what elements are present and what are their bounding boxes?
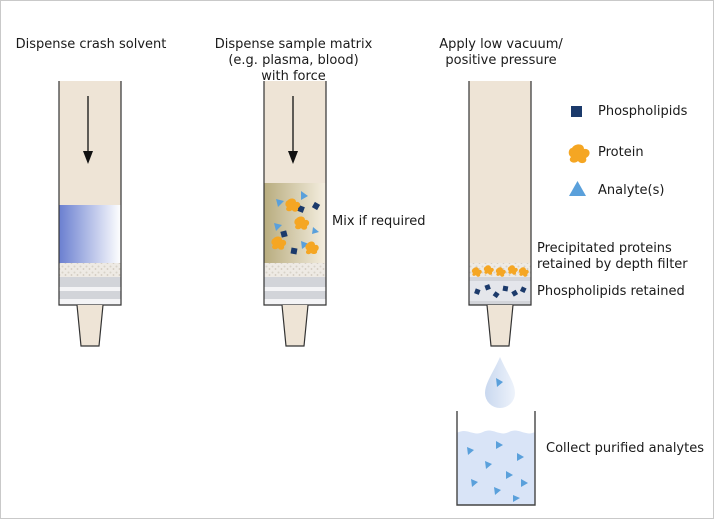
step-3-title: Apply low vacuum/ positive pressure xyxy=(439,37,563,68)
cartridge-1 xyxy=(58,81,122,347)
legend-analyte-label: Analyte(s) xyxy=(598,183,665,198)
retained-proteins xyxy=(471,265,529,277)
phospholipid-layer xyxy=(469,281,531,301)
collection-vessel xyxy=(456,411,536,506)
protein-icon xyxy=(568,144,590,164)
legend-phospholipids-label: Phospholipids xyxy=(598,104,688,119)
down-arrow-icon xyxy=(83,96,93,164)
step-1-title: Dispense crash solvent xyxy=(15,37,167,52)
filter-layer xyxy=(59,277,121,287)
legend-protein-label: Protein xyxy=(598,145,644,160)
mix-note: Mix if required xyxy=(332,214,426,229)
crash-solvent xyxy=(59,205,121,263)
phospholipids-retained-note: Phospholipids retained xyxy=(537,284,685,299)
phospholipids-icon xyxy=(571,106,582,117)
cartridge-tip xyxy=(76,304,104,347)
down-arrow-icon xyxy=(288,96,298,164)
eluate-drop xyxy=(485,357,515,408)
cartridge-tip xyxy=(486,304,514,347)
sample-particles xyxy=(271,191,321,255)
step-2-title: Dispense sample matrix (e.g. plasma, blo… xyxy=(214,37,373,84)
cartridge-tip xyxy=(281,304,309,347)
retained-phospholipids xyxy=(474,284,527,299)
collect-note: Collect purified analytes xyxy=(546,441,704,456)
cartridge-3 xyxy=(456,81,536,506)
analyte-icon xyxy=(569,181,586,196)
proteins-retained-note: Precipitated proteins retained by depth … xyxy=(537,241,688,272)
cartridge-2 xyxy=(263,81,327,347)
